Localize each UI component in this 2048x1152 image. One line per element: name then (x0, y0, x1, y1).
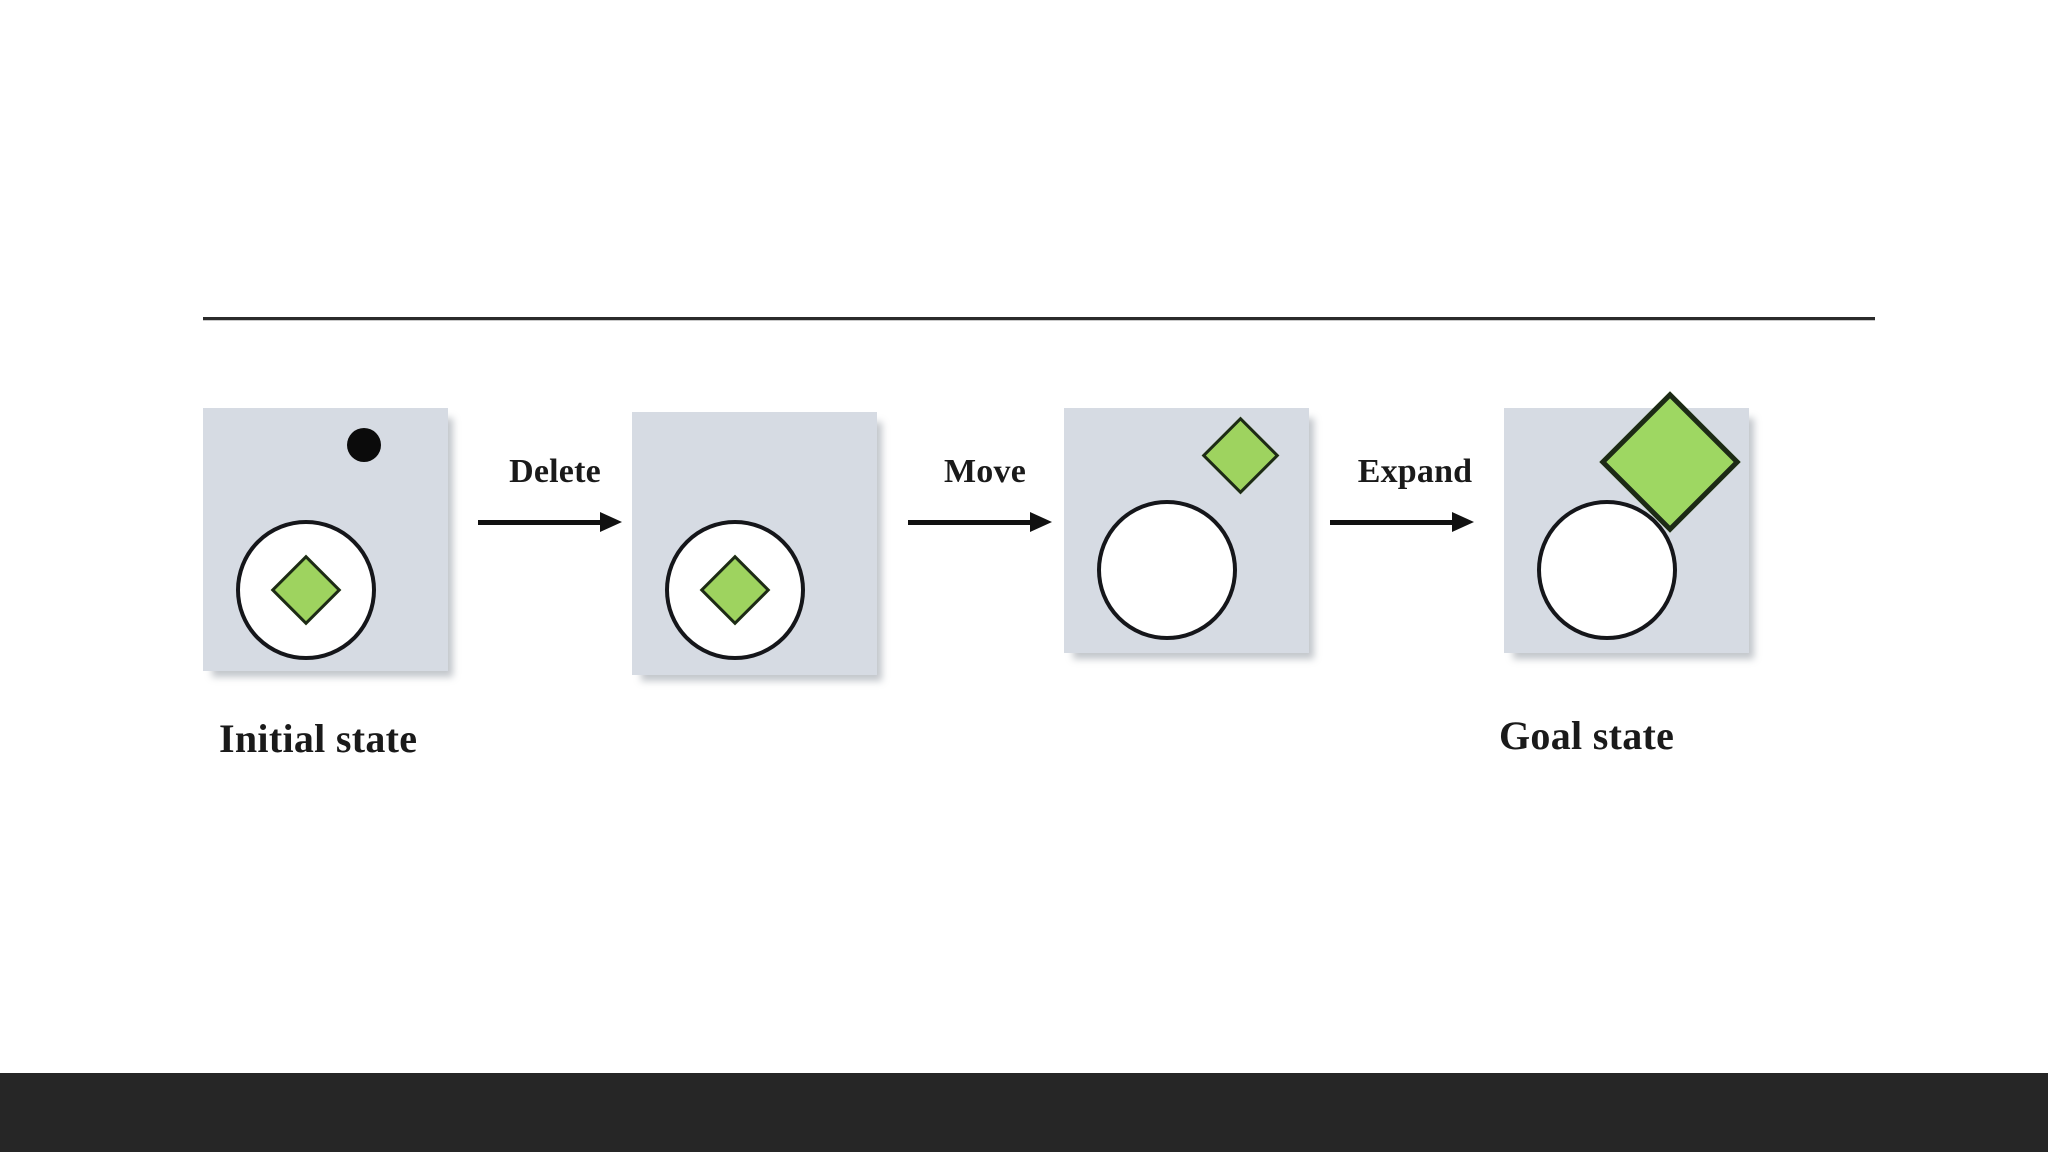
slide-bottom-band (0, 1073, 2048, 1152)
transition-delete: Delete (478, 453, 632, 532)
state-panel-4[interactable] (1504, 408, 1749, 653)
state-caption-initial: Initial state (219, 716, 418, 761)
title-divider-rule (203, 317, 1875, 321)
transition-delete-label: Delete (509, 453, 601, 490)
transition-expand: Expand (1330, 453, 1500, 532)
white-circle-shape (1537, 500, 1677, 640)
state-transition-diagram: Initial state Delete Move (203, 391, 1749, 761)
transition-expand-label: Expand (1357, 453, 1473, 490)
state-panel-3[interactable] (1064, 408, 1309, 653)
arrow-right-icon (908, 512, 1062, 532)
state-panel-2[interactable] (632, 412, 877, 675)
transition-move: Move (908, 453, 1062, 532)
state-panel-1[interactable] (203, 408, 448, 671)
state-caption-goal: Goal state (1499, 713, 1675, 758)
arrow-right-icon (1330, 512, 1500, 532)
black-dot-icon (347, 428, 381, 462)
transition-move-label: Move (944, 453, 1026, 490)
white-circle-shape (1097, 500, 1237, 640)
state-panel-3-contents (1064, 408, 1309, 653)
state-panel-2-contents (632, 412, 877, 675)
state-panel-1-contents (203, 408, 448, 671)
arrow-right-icon (478, 512, 632, 532)
state-panel-4-contents (1504, 408, 1749, 653)
green-diamond-shape (1201, 416, 1280, 495)
